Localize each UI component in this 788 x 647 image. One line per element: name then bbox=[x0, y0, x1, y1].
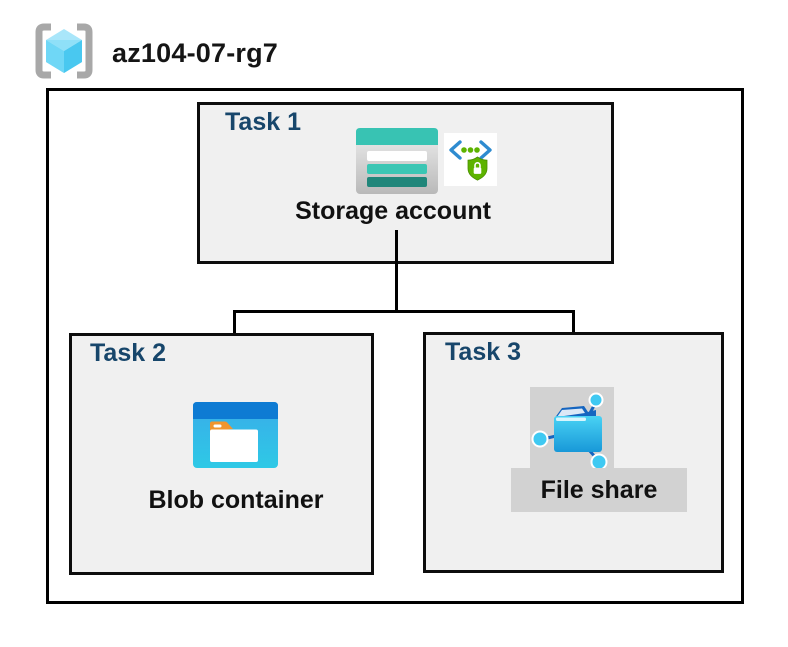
resource-group-title: az104-07-rg7 bbox=[112, 38, 278, 68]
shared-access-signature-icon bbox=[444, 133, 497, 186]
file-share-icon-background bbox=[530, 387, 614, 471]
connector-storage-stem bbox=[395, 230, 398, 313]
storage-account-icon bbox=[356, 128, 438, 199]
connector-branch-horizontal bbox=[233, 310, 575, 313]
resource-group-header: az104-07-rg7 bbox=[34, 20, 278, 87]
task3-label: Task 3 bbox=[445, 338, 521, 366]
resource-group-icon bbox=[34, 20, 94, 87]
file-share-label-band: File share bbox=[511, 468, 687, 512]
storage-account-label: Storage account bbox=[295, 197, 491, 225]
blob-container-icon bbox=[193, 402, 278, 473]
file-share-label: File share bbox=[540, 475, 658, 504]
blob-container-label: Blob container bbox=[148, 486, 324, 514]
task2-label: Task 2 bbox=[90, 339, 166, 367]
file-share-icon bbox=[531, 392, 608, 471]
task1-label: Task 1 bbox=[225, 108, 301, 136]
